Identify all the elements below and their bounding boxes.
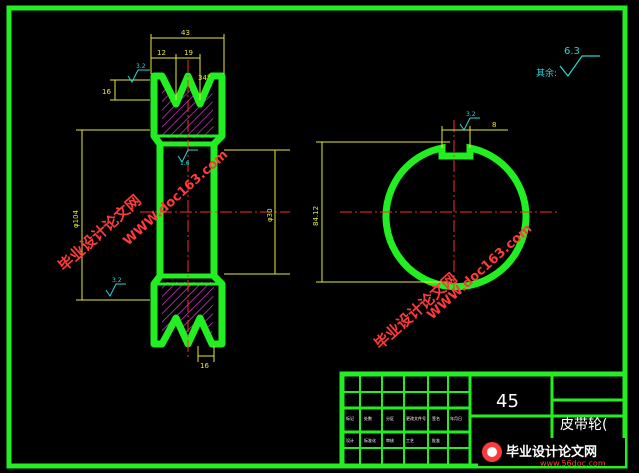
tb-label-10: 工艺 bbox=[406, 438, 414, 443]
tb-label-1: 标记 bbox=[346, 415, 354, 421]
tb-label-6: 年月日 bbox=[450, 415, 462, 421]
roughness-general-label: 其余: bbox=[536, 67, 557, 79]
bore-circle bbox=[382, 143, 530, 291]
tb-label-11: 批准 bbox=[432, 437, 440, 443]
footer-cn-text: 毕业设计论文网 bbox=[506, 444, 597, 460]
roughness-groove: 3.2 bbox=[136, 63, 146, 70]
tb-label-4: 更改文件号 bbox=[406, 415, 426, 421]
watermark-url-2: WWW.doc163.com bbox=[425, 221, 535, 323]
tb-label-8: 标准化 bbox=[364, 437, 376, 443]
dim-left-offset: 12 bbox=[157, 49, 166, 57]
pulley-front-view: 8 84.12 3.2 bbox=[312, 111, 560, 300]
general-roughness-note: 其余: 6.3 bbox=[536, 46, 600, 79]
dim-bore-depth: 84.12 bbox=[312, 206, 320, 226]
dim-hub-width: 16 bbox=[200, 362, 209, 370]
tb-label-2: 处数 bbox=[364, 415, 372, 421]
watermark-group: 毕业设计论文网 WWW.doc163.com 毕业设计论文网 WWW.doc16… bbox=[55, 147, 535, 353]
tb-label-7: 设计 bbox=[346, 437, 354, 443]
roughness-keyway: 3.2 bbox=[466, 111, 476, 118]
footer-url-text: www.56doc.com bbox=[540, 459, 606, 468]
roughness-general-value: 6.3 bbox=[564, 46, 580, 57]
tb-label-9: 审核 bbox=[386, 437, 394, 443]
dim-bore-diameter: φ30 bbox=[266, 208, 274, 222]
roughness-hub: 3.2 bbox=[112, 277, 122, 284]
dim-groove-depth: 16 bbox=[102, 88, 111, 96]
dim-groove-angle: 34° bbox=[198, 74, 210, 82]
roughness-bore: 1.6 bbox=[180, 160, 190, 167]
drawing-border bbox=[6, 5, 628, 469]
dim-outer-diameter: φ104 bbox=[72, 209, 80, 228]
part-name: 皮带轮( bbox=[560, 417, 607, 433]
footer-watermark: 毕业设计论文网 www.56doc.com bbox=[478, 438, 625, 468]
dim-groove-pitch: 19 bbox=[184, 49, 193, 57]
tb-label-5: 签名 bbox=[432, 415, 440, 421]
dim-keyway-width: 8 bbox=[492, 121, 496, 129]
dim-overall-width: 43 bbox=[181, 29, 190, 37]
tb-label-3: 分区 bbox=[386, 415, 394, 421]
pulley-outline bbox=[150, 72, 226, 348]
material-label: 45 bbox=[496, 391, 519, 412]
pulley-section-view: 43 12 19 34° 16 φ104 φ30 16 3.2 1.6 3.2 bbox=[72, 29, 290, 370]
